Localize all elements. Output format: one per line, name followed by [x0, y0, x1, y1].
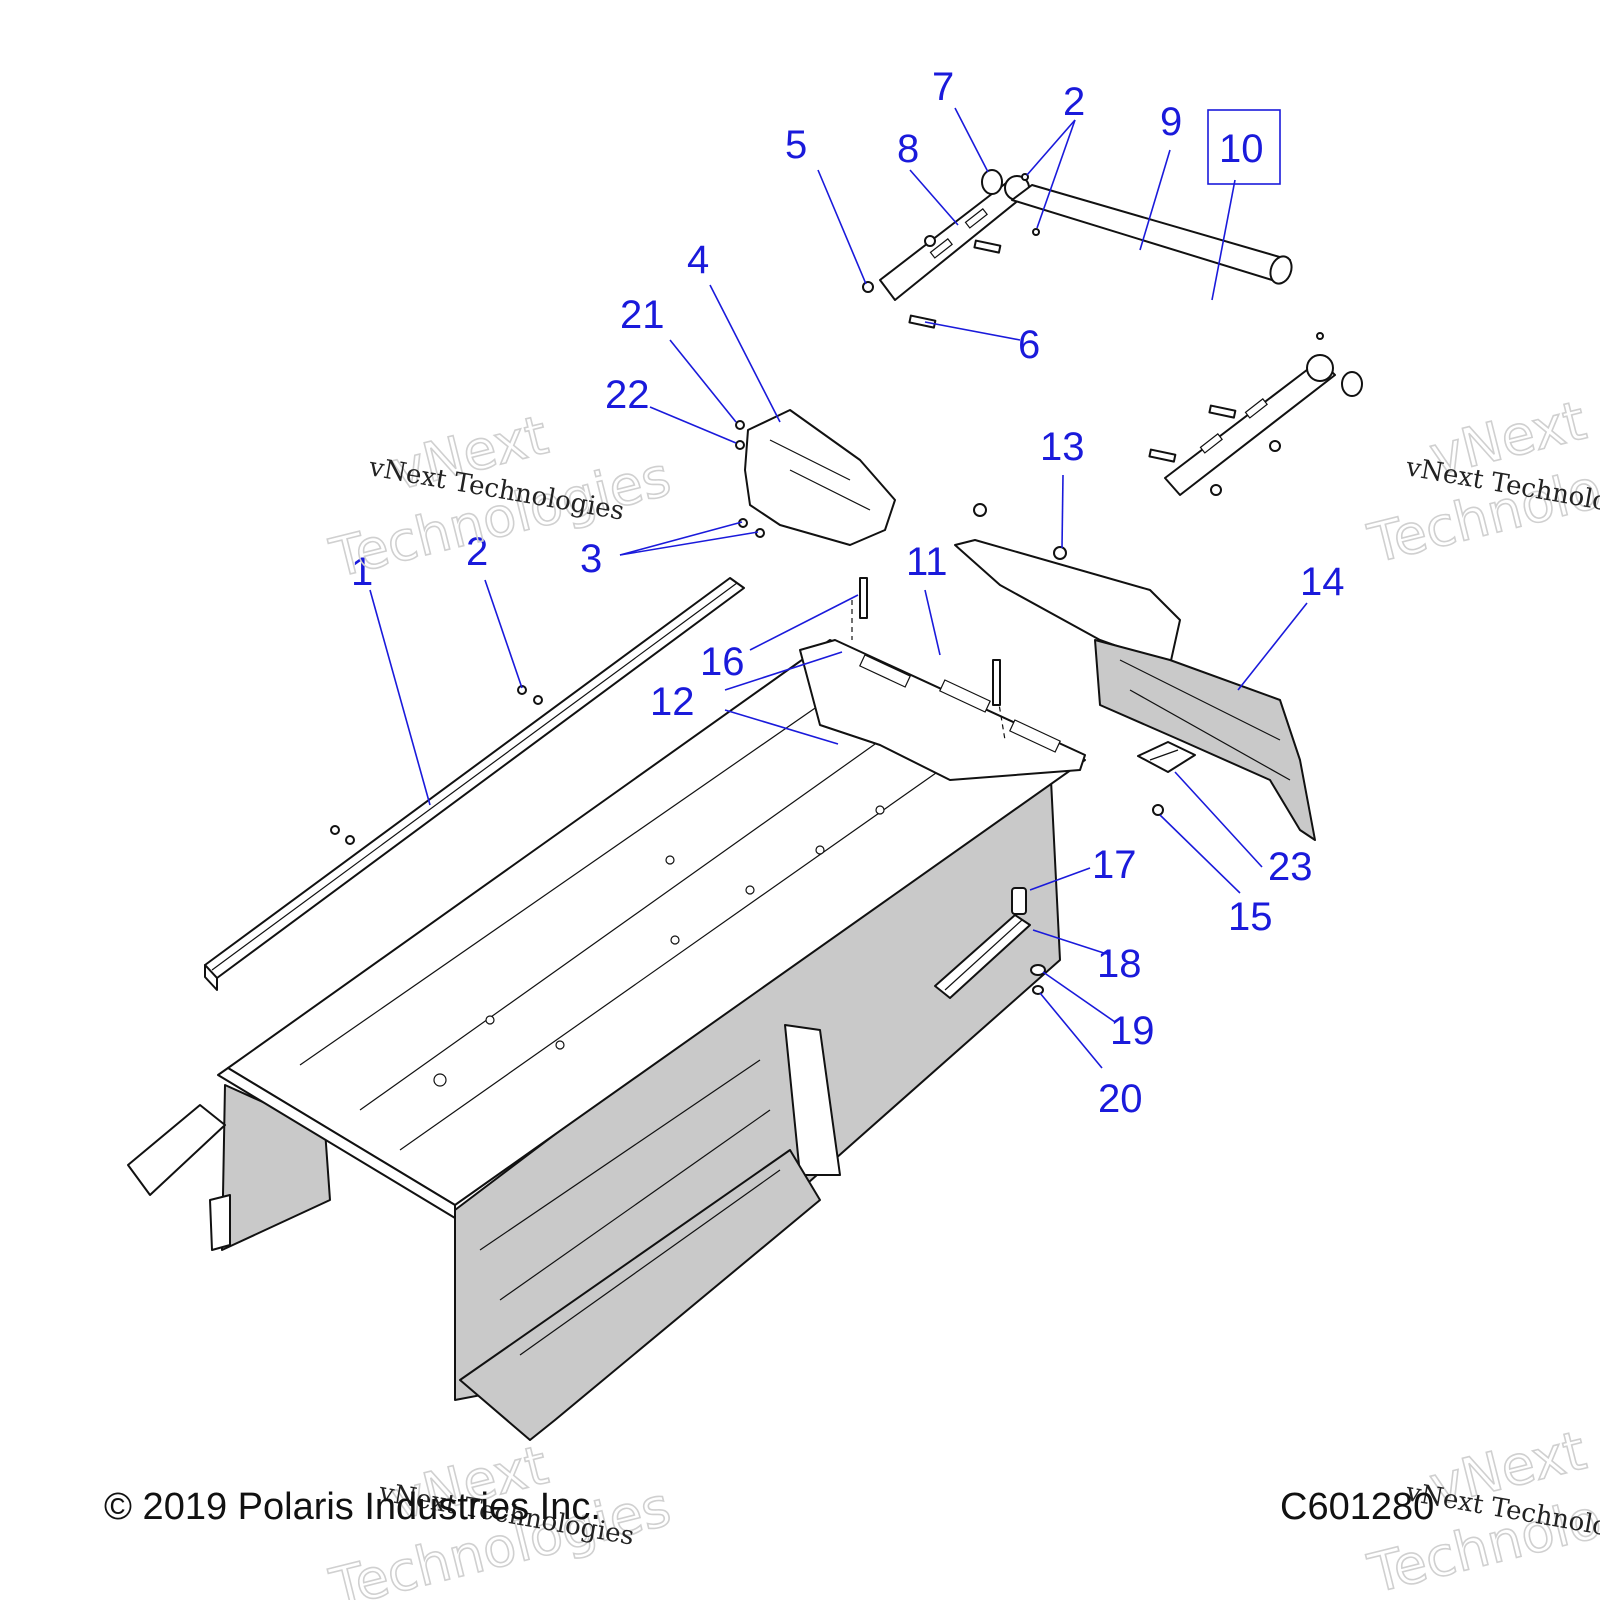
callout-21: 21 — [620, 293, 665, 337]
leader-lines — [369, 107, 1308, 1069]
copyright-text: © 2019 Polaris Industries Inc. — [104, 1486, 601, 1528]
callout-2: 2 — [466, 530, 488, 574]
fasteners — [330, 173, 1324, 995]
callout-2: 2 — [1063, 80, 1085, 124]
callout-19: 19 — [1110, 1009, 1155, 1053]
drawing-code: C601280 — [1280, 1486, 1435, 1528]
cargo-box — [127, 639, 1086, 1441]
callout-18: 18 — [1097, 942, 1142, 986]
cover-part-4 — [744, 409, 896, 546]
callout-3: 3 — [580, 537, 602, 581]
callout-4: 4 — [687, 238, 709, 282]
callout-6: 6 — [1018, 323, 1040, 367]
skid-part-18 — [934, 914, 1031, 999]
callout-15: 15 — [1228, 895, 1273, 939]
callout-1: 1 — [351, 550, 373, 594]
callout-10: 10 — [1219, 127, 1264, 171]
side-rail-part-1 — [204, 577, 745, 991]
callout-7: 7 — [932, 65, 954, 109]
callout-5: 5 — [785, 123, 807, 167]
callout-20: 20 — [1098, 1077, 1143, 1121]
callout-11: 11 — [906, 540, 948, 584]
watermarks: vNext Technologies vNext Technologies vN… — [323, 388, 1600, 1600]
fender-part-14 — [954, 539, 1316, 841]
callout-14: 14 — [1300, 560, 1345, 604]
bed-plate-part-11 — [799, 600, 1086, 781]
callout-17: 17 — [1092, 843, 1137, 887]
floor-holes — [433, 740, 905, 1087]
callout-16: 16 — [700, 640, 745, 684]
callout-13: 13 — [1040, 425, 1085, 469]
callout-9: 9 — [1160, 100, 1182, 144]
callout-8: 8 — [897, 127, 919, 171]
callout-numbers: 1 2 2 3 4 5 6 7 8 9 10 11 12 13 14 15 16… — [351, 65, 1345, 1121]
callout-23: 23 — [1268, 845, 1313, 889]
callout-12: 12 — [650, 680, 695, 724]
bracket-part-23 — [1137, 741, 1196, 773]
callout-22: 22 — [605, 373, 650, 417]
